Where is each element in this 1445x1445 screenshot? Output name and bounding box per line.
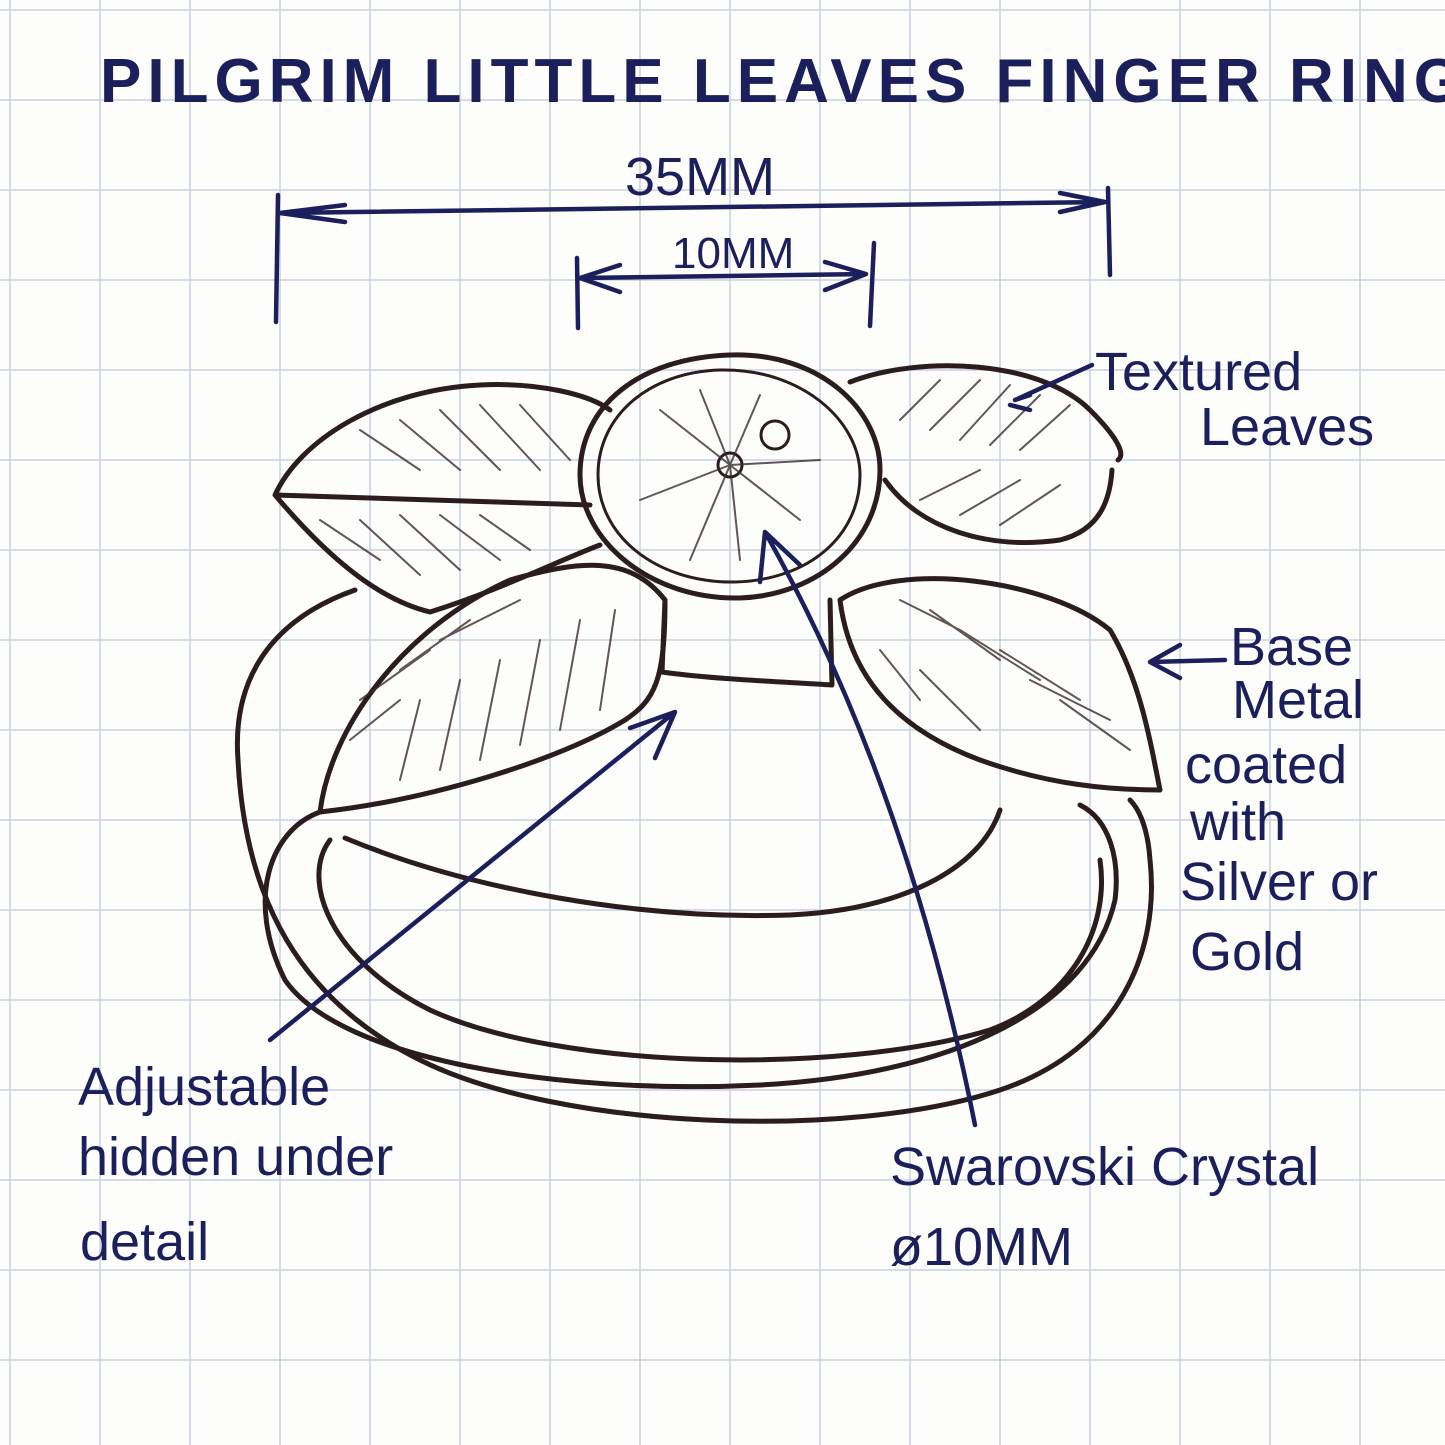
annotation-text: Gold [1190, 922, 1304, 982]
dimension-10mm: 10MM [574, 229, 877, 331]
annotation-text: with [1189, 792, 1286, 852]
annotation-crystal: Swarovski Crystal ø10MM [757, 529, 1319, 1277]
leaf-top-left [272, 382, 613, 615]
ring-setting-stem [659, 597, 835, 688]
dimension-35mm-label: 35MM [625, 147, 775, 207]
annotation-adjustable: Adjustable hidden under detail [78, 709, 678, 1272]
leaf-top-right [847, 363, 1124, 545]
annotation-text: hidden under [78, 1127, 393, 1187]
annotation-textured-leaves: Textured Leaves [1007, 342, 1374, 457]
dimension-10mm-label: 10MM [672, 229, 794, 278]
annotation-text: Metal [1232, 670, 1364, 730]
annotation-base-metal: Base Metal coated with Silver or Gold [1147, 617, 1378, 982]
annotation-text: Textured [1095, 342, 1302, 402]
annotation-text: coated [1185, 735, 1347, 795]
leaf-bottom-right [837, 576, 1163, 793]
annotation-text: Silver or [1180, 852, 1378, 912]
dimension-35mm: 35MM [273, 147, 1113, 325]
leaf-bottom-left [317, 562, 668, 815]
annotation-text: Adjustable [78, 1057, 330, 1117]
sketch-title: PILGRIM LITTLE LEAVES FINGER RING [100, 47, 1445, 116]
annotation-text: detail [80, 1212, 209, 1272]
ring-band [234, 587, 1154, 1124]
annotation-text: ø10MM [890, 1217, 1073, 1277]
annotation-text: Swarovski Crystal [890, 1137, 1319, 1197]
annotation-text: Leaves [1200, 397, 1374, 457]
swarovski-crystal [577, 352, 883, 601]
annotation-text: Base [1230, 617, 1353, 677]
